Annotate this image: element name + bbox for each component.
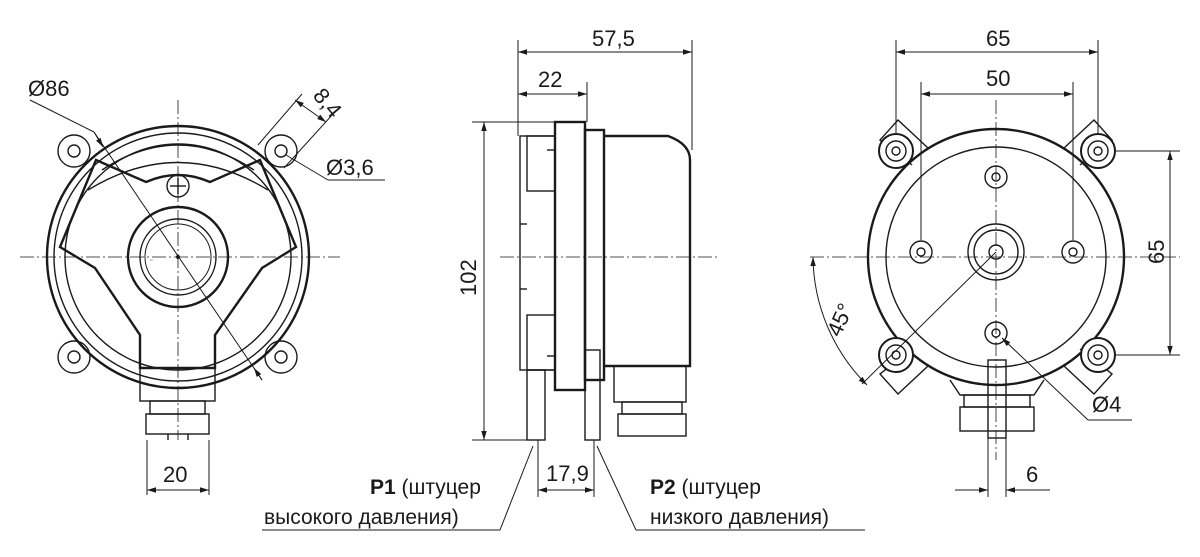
side-fitting-spacing-label: 17,9 (546, 461, 589, 486)
side-flange (553, 120, 587, 392)
front-diameter-label: Ø86 (28, 76, 70, 101)
svg-text:▫: ▫ (150, 257, 152, 264)
side-front-cover (519, 135, 556, 371)
p2-code: P2 (650, 476, 676, 499)
rear-center-port (967, 223, 1025, 281)
front-lug-width-label: 8,4 (308, 83, 347, 123)
side-view: 57,5 22 102 17,9 P1 (штуцер высокого дав… (262, 26, 865, 531)
front-screw (166, 174, 190, 198)
front-gauge-window: ▫ (126, 205, 230, 309)
side-height-label: 102 (456, 259, 481, 296)
rear-fitting-width-label: 6 (1026, 462, 1038, 487)
side-housing (604, 134, 692, 368)
front-body (45, 124, 311, 390)
p1-fitting (526, 369, 546, 441)
side-flange-depth-label: 22 (538, 67, 562, 92)
rear-inner-body (885, 146, 1107, 368)
front-mounting-lugs (57, 134, 298, 374)
p2-fitting (584, 349, 601, 441)
rear-bottom-fitting (949, 359, 1045, 439)
front-hole-label: Ø3,6 (326, 155, 374, 180)
p2-desc-line1: (штуцер (676, 476, 761, 499)
side-bottom-connector (613, 365, 687, 437)
p1-desc-line2: высокого давления) (264, 506, 459, 529)
rear-hole-label: Ø4 (1092, 392, 1121, 417)
front-fitting-width-label: 20 (163, 462, 187, 487)
p1-label-line1: P1 (штуцер (370, 476, 481, 499)
rear-vertical-spacing-label: 65 (1144, 240, 1169, 264)
front-bottom-fitting (139, 367, 216, 440)
p1-code: P1 (370, 476, 396, 499)
rear-angle-label: 45° (822, 299, 858, 340)
rear-inner-holes (909, 165, 1085, 345)
p2-desc-line2: низкого давления) (650, 506, 829, 529)
front-view: ▫ Ø86 8,4 Ø3,6 20 (20, 76, 385, 495)
side-overall-depth-label: 57,5 (592, 26, 635, 51)
p1-desc-line1: (штуцер (396, 476, 481, 499)
rear-outer-spacing-label: 65 (986, 26, 1010, 51)
front-y-frame (58, 158, 298, 370)
p2-label-line1: P2 (штуцер (650, 476, 761, 499)
rear-inner-spacing-label: 50 (986, 66, 1010, 91)
rear-view: 65 50 65 45° Ø4 6 (810, 26, 1180, 497)
rear-outer-body (866, 127, 1126, 387)
side-rear-plate (583, 128, 606, 382)
